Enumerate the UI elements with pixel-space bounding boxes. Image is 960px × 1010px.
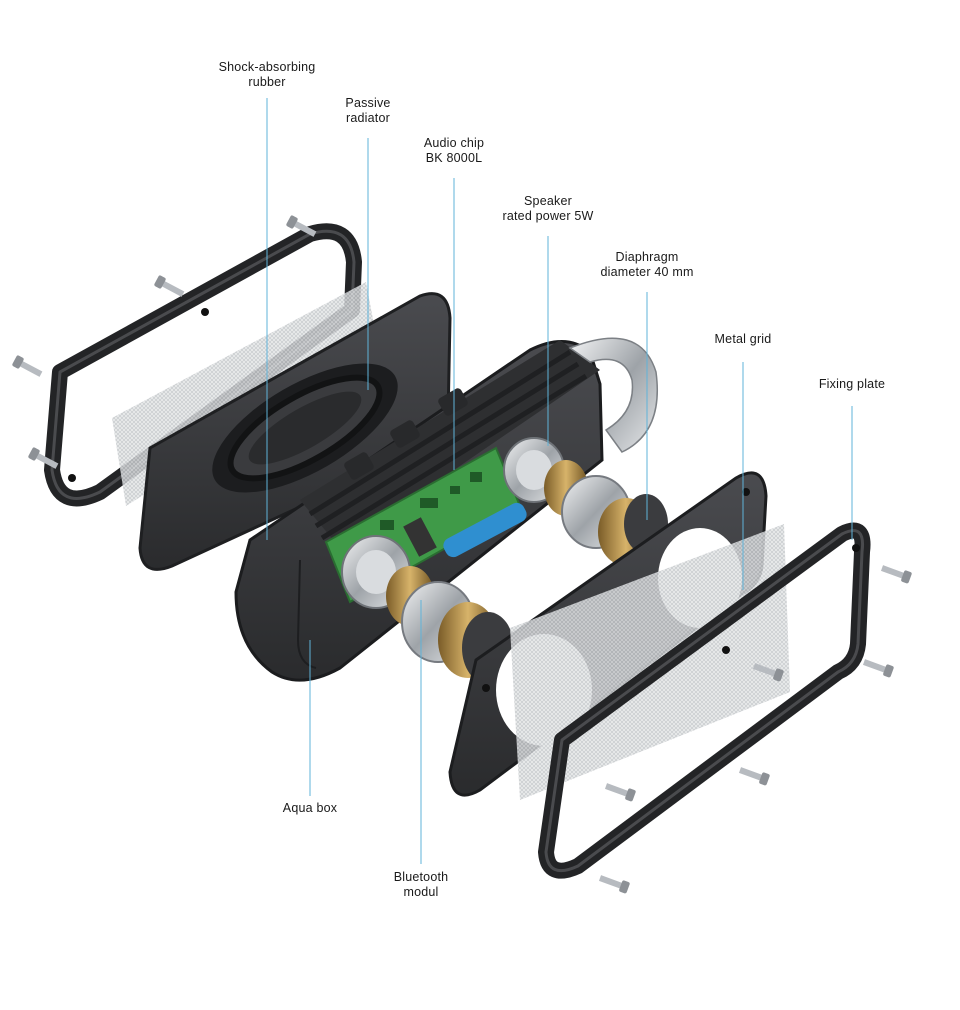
label-aqua-box: Aqua box — [283, 801, 337, 816]
label-line: Shock-absorbing — [218, 60, 316, 74]
label-line: radiator — [346, 111, 390, 125]
label-bluetooth-modul: Bluetooth modul — [394, 870, 449, 900]
label-line: Fixing plate — [818, 377, 886, 391]
fixing-plate — [538, 522, 871, 879]
label-line: Diaphragm — [615, 250, 679, 264]
label-line: Bluetooth — [393, 870, 449, 884]
leader-lines — [266, 98, 853, 864]
label-speaker: Speaker rated power 5W — [502, 194, 593, 224]
label-line: Speaker — [524, 194, 572, 208]
label-line: Metal grid — [714, 332, 772, 346]
label-line: Audio chip — [423, 136, 485, 150]
label-shock-absorbing-rubber: Shock-absorbing rubber — [219, 60, 316, 90]
label-passive-radiator: Passive radiator — [345, 96, 390, 126]
label-line: rated power 5W — [502, 209, 594, 223]
label-line: Aqua box — [282, 801, 338, 815]
label-line: rubber — [248, 75, 286, 89]
label-line: modul — [403, 885, 439, 899]
label-metal-grid: Metal grid — [715, 332, 772, 347]
left-screws — [12, 215, 317, 469]
label-audio-chip: Audio chip BK 8000L — [424, 136, 484, 166]
label-fixing-plate: Fixing plate — [819, 377, 885, 392]
battery — [443, 502, 527, 558]
label-line: BK 8000L — [425, 151, 483, 165]
passive-radiator-plate — [138, 292, 452, 571]
metal-handle — [568, 337, 659, 453]
label-diaphragm: Diaphragm diameter 40 mm — [600, 250, 693, 280]
label-line: Passive — [345, 96, 391, 110]
label-line: diameter 40 mm — [600, 265, 694, 279]
right-screws — [598, 565, 912, 894]
